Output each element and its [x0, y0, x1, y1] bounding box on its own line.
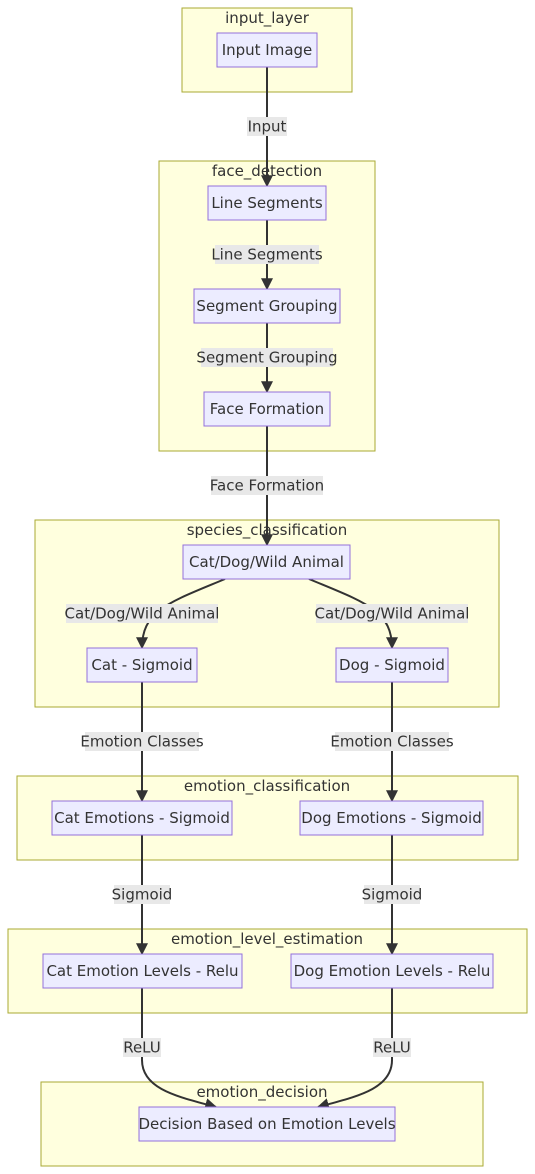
svg-text:Cat - Sigmoid: Cat - Sigmoid: [91, 656, 192, 674]
edge-relu-right: [316, 988, 393, 1110]
svg-text:Line Segments: Line Segments: [211, 194, 323, 212]
node-face-formation: Face Formation: [203, 391, 331, 427]
svg-text:Emotion Classes: Emotion Classes: [80, 733, 203, 751]
edge-label-relu-left: ReLU: [123, 1038, 161, 1057]
node-input-image: Input Image: [216, 32, 318, 68]
svg-text:ReLU: ReLU: [123, 1039, 161, 1057]
svg-text:Cat/Dog/Wild Animal: Cat/Dog/Wild Animal: [315, 605, 470, 623]
svg-text:Input Image: Input Image: [222, 41, 313, 59]
edge-label-segment-grouping: Segment Grouping: [196, 348, 338, 367]
node-cat-sigmoid: Cat - Sigmoid: [86, 647, 198, 683]
edge-label-sigmoid-right: Sigmoid: [362, 885, 423, 904]
svg-text:Segment Grouping: Segment Grouping: [196, 349, 337, 367]
svg-text:Sigmoid: Sigmoid: [112, 886, 173, 904]
edge-label-sigmoid-left: Sigmoid: [112, 885, 173, 904]
node-line-segments: Line Segments: [207, 185, 327, 221]
cluster-label-input-layer: input_layer: [225, 9, 310, 28]
svg-text:Dog Emotions - Sigmoid: Dog Emotions - Sigmoid: [301, 809, 481, 827]
edge-label-relu-right: ReLU: [373, 1038, 411, 1057]
svg-text:Input: Input: [248, 118, 287, 136]
edge-label-input: Input: [247, 117, 287, 136]
svg-text:ReLU: ReLU: [373, 1039, 411, 1057]
node-dog-sigmoid: Dog - Sigmoid: [335, 647, 449, 683]
cluster-label-emotion-level-estimation: emotion_level_estimation: [171, 930, 363, 949]
edge-relu-left: [141, 988, 218, 1110]
edge-label-face-formation: Face Formation: [210, 476, 324, 495]
edge-label-emotion-classes-right: Emotion Classes: [330, 732, 454, 751]
svg-text:Segment Grouping: Segment Grouping: [196, 297, 337, 315]
edge-label-species-right: Cat/Dog/Wild Animal: [315, 604, 470, 623]
svg-text:Dog - Sigmoid: Dog - Sigmoid: [339, 656, 445, 674]
edge-label-emotion-classes-left: Emotion Classes: [80, 732, 204, 751]
svg-text:Decision Based on Emotion Leve: Decision Based on Emotion Levels: [138, 1115, 395, 1133]
svg-text:Emotion Classes: Emotion Classes: [330, 733, 453, 751]
edge-label-species-left: Cat/Dog/Wild Animal: [65, 604, 220, 623]
node-dog-levels: Dog Emotion Levels - Relu: [290, 953, 494, 989]
node-cat-emotions: Cat Emotions - Sigmoid: [51, 800, 233, 836]
svg-text:Sigmoid: Sigmoid: [362, 886, 423, 904]
node-decision: Decision Based on Emotion Levels: [138, 1106, 396, 1142]
svg-text:Face Formation: Face Formation: [210, 400, 324, 418]
node-segment-grouping: Segment Grouping: [193, 288, 341, 324]
svg-text:Dog Emotion Levels - Relu: Dog Emotion Levels - Relu: [294, 962, 491, 980]
node-dog-emotions: Dog Emotions - Sigmoid: [299, 800, 484, 836]
cluster-label-emotion-decision: emotion_decision: [196, 1083, 327, 1102]
svg-text:Line Segments: Line Segments: [211, 246, 323, 264]
node-cat-levels: Cat Emotion Levels - Relu: [42, 953, 243, 989]
node-species: Cat/Dog/Wild Animal: [182, 544, 351, 580]
svg-text:Cat Emotion Levels - Relu: Cat Emotion Levels - Relu: [46, 962, 238, 980]
edge-label-line-segments: Line Segments: [211, 245, 323, 264]
cluster-label-emotion-classification: emotion_classification: [184, 777, 350, 796]
svg-text:Cat/Dog/Wild Animal: Cat/Dog/Wild Animal: [65, 605, 220, 623]
svg-text:Cat/Dog/Wild Animal: Cat/Dog/Wild Animal: [189, 553, 344, 571]
svg-text:Cat Emotions - Sigmoid: Cat Emotions - Sigmoid: [54, 809, 230, 827]
svg-text:Face Formation: Face Formation: [210, 477, 324, 495]
